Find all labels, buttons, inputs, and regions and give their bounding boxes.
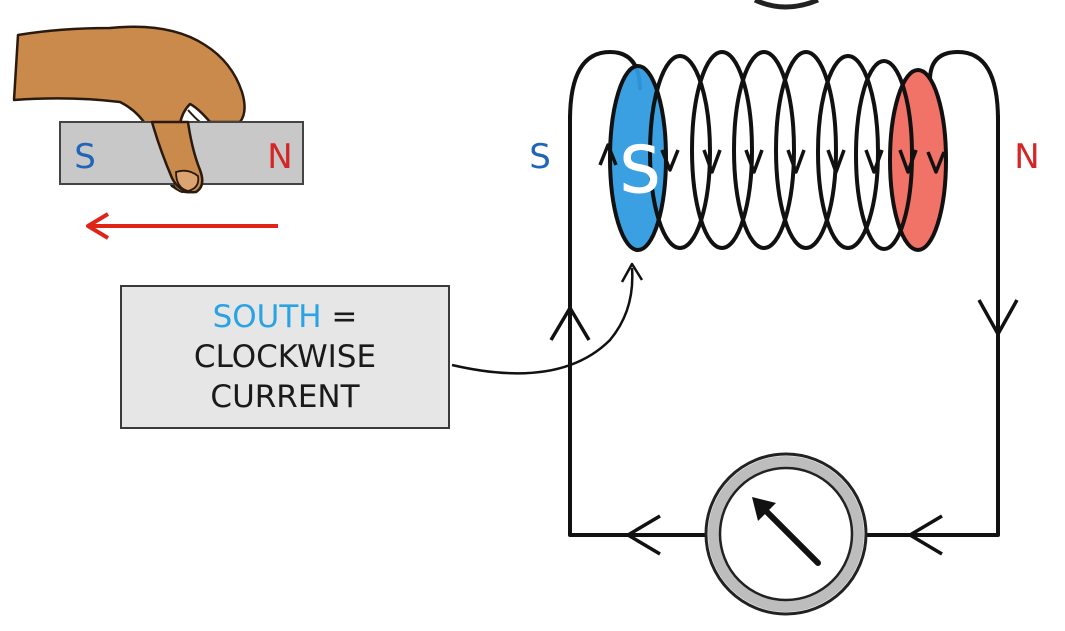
galvanometer-icon	[752, 497, 821, 566]
caption-box: SOUTH = CLOCKWISE CURRENT	[120, 285, 450, 429]
magnet-south-label: S	[74, 137, 96, 177]
caption-connector	[451, 267, 634, 375]
coil-inner-south-label: S	[620, 134, 661, 208]
thumb	[150, 120, 204, 194]
caption-line-1: SOUTH =	[122, 297, 448, 337]
top-partial-circle	[753, 0, 819, 10]
caption-line-2: CLOCKWISE	[193, 339, 377, 375]
coil-north-pole-label: N	[1014, 137, 1039, 177]
connector-arrowhead	[620, 262, 644, 283]
galvanometer	[704, 452, 868, 616]
coil-turns	[608, 50, 948, 252]
motion-arrow	[86, 212, 278, 240]
coil-current-arrows	[598, 143, 946, 174]
caption-line-3: CURRENT	[210, 379, 360, 415]
caption-south-word: SOUTH	[212, 299, 322, 335]
caption-equals: =	[321, 299, 358, 335]
wire-current-arrows	[549, 299, 1019, 556]
magnet-north-label: N	[267, 137, 292, 177]
coil-north-face	[890, 70, 946, 250]
coil-south-pole-label: S	[529, 137, 551, 177]
